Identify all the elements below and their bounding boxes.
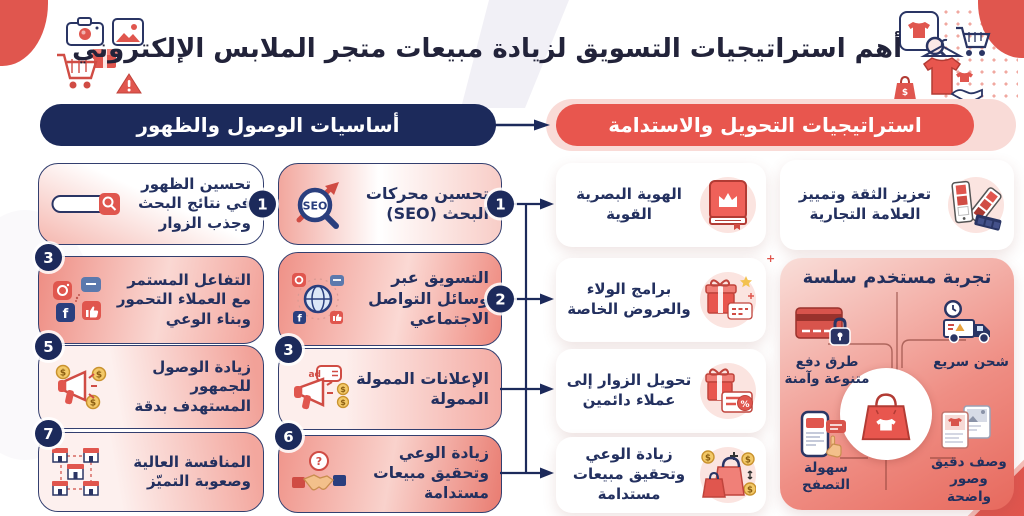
svg-text:$: $ [340, 385, 346, 394]
section-header-conversion: استراتيجيات التحويل والاستدامة [556, 104, 974, 146]
reach-inner-item-6: 6 زيادة الوعي وتحقيق مبيعات مستدامة ? [275, 423, 502, 513]
ux-item-shipping: شحن سريع [933, 354, 1009, 370]
svg-text:$: $ [96, 371, 102, 381]
svg-text:$: $ [60, 369, 66, 379]
page-title: أهم استراتيجيات التسويق لزيادة مبيعات مت… [72, 34, 902, 64]
search-bar-icon [51, 192, 121, 216]
item-label: زيادة الوعي وتحقيق مبيعات مستدامة [373, 444, 489, 502]
hand-shirt-icon [948, 70, 986, 103]
step-badge: 1 [249, 190, 276, 218]
megaphone-coins-icon: $ $ $ [51, 363, 109, 411]
reach-outer-item-5: 5 زيادة الوصول للجمهور المستهدف بدقة $ $ $ [35, 333, 264, 429]
item-label: زيادة الوصول للجمهور المستهدف بدقة [134, 358, 251, 415]
svg-text:$: $ [745, 456, 751, 466]
ux-box: تجربة مستخدم سلسة طرق دفع متنوعة وآمنة ش… [780, 258, 1014, 510]
reach-outer-item-3: 3 التفاعل المستمر مع العملاء التحمور وبن… [35, 244, 264, 344]
trust-box: تعزيز الثقة وتمييز العلامة التجارية [780, 160, 1014, 250]
warning-icon [116, 72, 142, 95]
globe-social-icon: f [291, 272, 345, 326]
shopping-bag-icon: $ [892, 74, 918, 102]
item-label: برامج الولاء والعروض الخاصة [567, 280, 691, 318]
conversion-item-loyalty: برامج الولاء والعروض الخاصة [556, 258, 766, 342]
step-badge: 6 [275, 423, 302, 450]
brand-book-icon [700, 177, 756, 233]
item-label: تعزيز الثقة وتمييز العلامة التجارية [798, 185, 932, 223]
reach-inner-item-3: 3 الإعلانات الممولة الممولة ad $ $ [275, 336, 502, 430]
svg-text:$: $ [705, 454, 711, 464]
camera-icon [66, 16, 104, 47]
handshake-icon: ? [291, 451, 347, 497]
reach-outer-item-1: 1 تحسين الظهور في نتائج البحث وجذب الزوا… [38, 163, 276, 245]
step-badge: 3 [35, 244, 62, 271]
color-palette-icon [948, 177, 1004, 233]
ad-megaphone-icon: ad $ $ [291, 365, 350, 413]
item-label: تحسين الظهور في نتائج البحث وجذب الزوار [138, 175, 251, 232]
ux-box-title: تجربة مستخدم سلسة [802, 267, 992, 288]
social-icons: f [51, 275, 103, 325]
item-label: تحسين محركات البحث (SEO) [365, 183, 489, 223]
conversion-item-awareness: $ $ $ زيادة الوعي وتحقيق مبيعات مستدامة [556, 437, 766, 513]
sparkle-icon: + [766, 252, 776, 265]
delivery-truck-icon [940, 298, 1002, 348]
cart-icon [954, 22, 994, 62]
header-arrow [494, 119, 550, 131]
hanger-shirt-icon [914, 36, 970, 98]
svg-text:SEO: SEO [303, 200, 328, 213]
photo-icon [112, 18, 144, 46]
svg-text:$: $ [902, 88, 908, 98]
item-label: الهوية البصرية القوية [576, 185, 682, 223]
item-label: المنافسة العالية وصعوبة التميّز [133, 452, 251, 490]
svg-text:f: f [63, 307, 69, 322]
gift-card-icon [700, 272, 756, 328]
shopping-cart-icon [54, 50, 102, 94]
seo-magnifier-icon: SEO [291, 178, 347, 230]
reach-inner-item-1: 1 تحسين محركات البحث (SEO) SEO [278, 163, 514, 245]
shopping-bags-icon: $ $ $ [700, 447, 756, 503]
svg-text:$: $ [340, 398, 346, 407]
svg-text:?: ? [316, 455, 322, 468]
flow-arrows [500, 198, 554, 479]
step-badge: 3 [275, 336, 302, 363]
reach-outer-item-7: 7 المنافسة العالية وصعوبة التميّز [35, 420, 264, 512]
card-lock-icon [794, 304, 856, 350]
ux-item-browsing: سهولة التصفح [802, 460, 850, 494]
item-label: التفاعل المستمر مع العملاء التحمور وبناء… [116, 271, 251, 328]
svg-text:$: $ [747, 486, 753, 496]
corner-decoration [0, 0, 48, 66]
item-label: زيادة الوعي وتحقيق مبيعات مستدامة [572, 445, 686, 503]
ux-item-payment: طرق دفع متنوعة وآمنة [784, 354, 870, 388]
item-label: التسويق عبر وسائل التواصل الاجتماعي [368, 268, 489, 329]
svg-text:ad: ad [308, 370, 321, 380]
step-badge: 2 [487, 285, 514, 313]
svg-text:%: % [740, 400, 749, 410]
svg-text:f: f [297, 314, 302, 325]
section-header-reach: أساسيات الوصول والظهور [40, 104, 496, 146]
shopping-bag-icon [855, 383, 917, 445]
ux-center-circle [840, 368, 932, 460]
item-label: تحويل الزوار إلى عملاء دائمين [566, 371, 692, 409]
svg-text:$: $ [90, 399, 96, 409]
reach-inner-item-2: 2 التسويق عبر وسائل التواصل الاجتماعي f [278, 252, 514, 346]
step-badge: 7 [35, 420, 62, 447]
ux-item-photos: وصف دقيق وصور واضحة [931, 454, 1007, 505]
conversion-item-convert-visitors: % تحويل الزوار إلى عملاء دائمين [556, 349, 766, 433]
ux-connectors [828, 292, 966, 490]
product-photos-icon [938, 404, 994, 452]
step-badge: 1 [487, 190, 514, 218]
phone-browse-icon [792, 410, 850, 460]
step-badge: 5 [35, 333, 62, 360]
item-label: الإعلانات الممولة الممولة [356, 368, 489, 408]
stores-network-icon [51, 448, 101, 496]
conversion-item-identity: الهوية البصرية القوية [556, 163, 766, 247]
gift-coupon-icon: % [700, 363, 756, 419]
shirt-search-icon [898, 10, 947, 58]
